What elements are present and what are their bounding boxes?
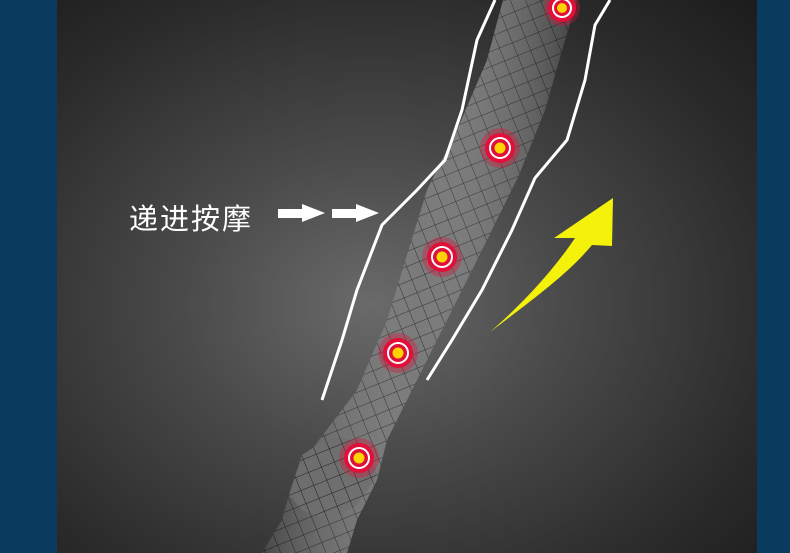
arrow-right-icon: [278, 204, 379, 222]
arm-outline-left: [320, 0, 497, 401]
curved-up-arrow-icon: [490, 198, 613, 332]
target-dot-icon: [339, 438, 379, 478]
illustration-panel: 递进按摩: [57, 0, 757, 553]
arm-outline-right: [425, 0, 612, 381]
target-dot-icon: [544, 0, 580, 26]
arm-model: [262, 0, 577, 553]
right-border: [757, 0, 790, 553]
left-border: [0, 0, 57, 553]
target-dot-icon: [480, 128, 520, 168]
progressive-massage-caption: 递进按摩: [129, 202, 254, 236]
arm-illustration: [262, 0, 613, 553]
target-dot-icon: [378, 333, 418, 373]
target-dot-icon: [422, 237, 462, 277]
massage-points: [339, 0, 580, 478]
